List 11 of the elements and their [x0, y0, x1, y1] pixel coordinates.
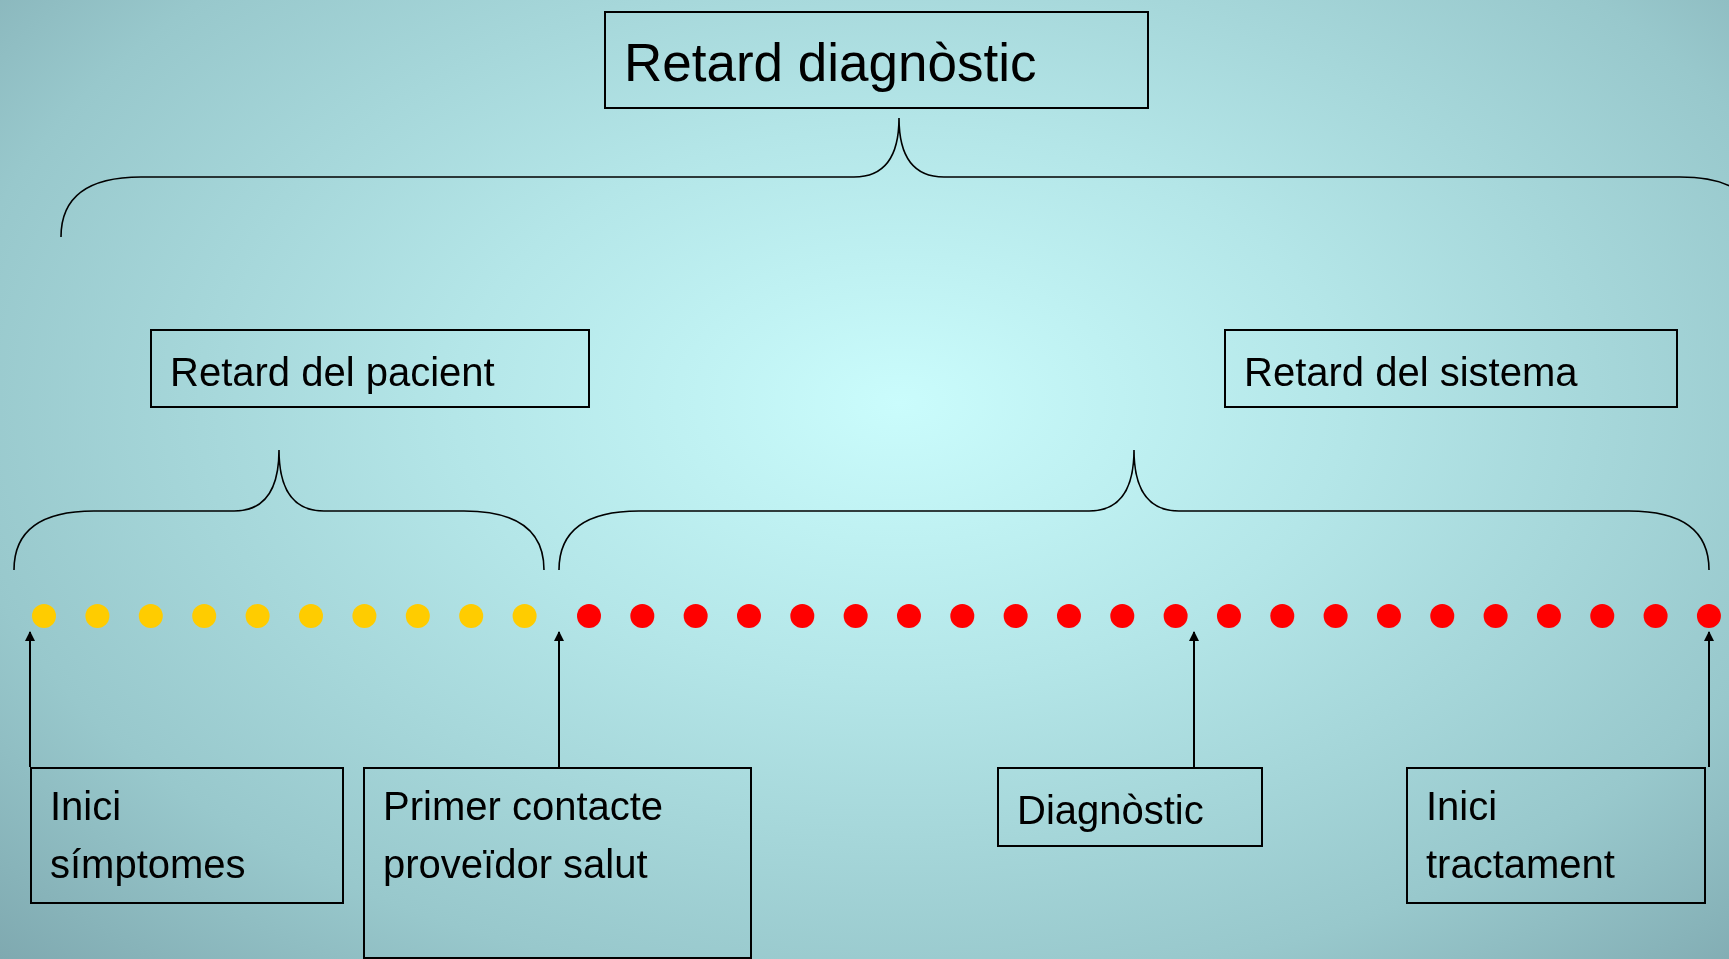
title-box: Retard diagnòstic — [604, 11, 1149, 109]
arrow — [1189, 631, 1199, 768]
label-box: Retard del sistema — [1224, 329, 1678, 408]
label-box: Primer contacte proveïdor salut — [363, 767, 752, 959]
label-box: Inici tractament — [1406, 767, 1706, 904]
label-box: Inici símptomes — [30, 767, 344, 904]
label-box: Diagnòstic — [997, 767, 1263, 847]
label-box: Retard del pacient — [150, 329, 590, 408]
arrow — [554, 631, 564, 768]
arrow — [1704, 631, 1714, 768]
arrow — [25, 631, 35, 768]
